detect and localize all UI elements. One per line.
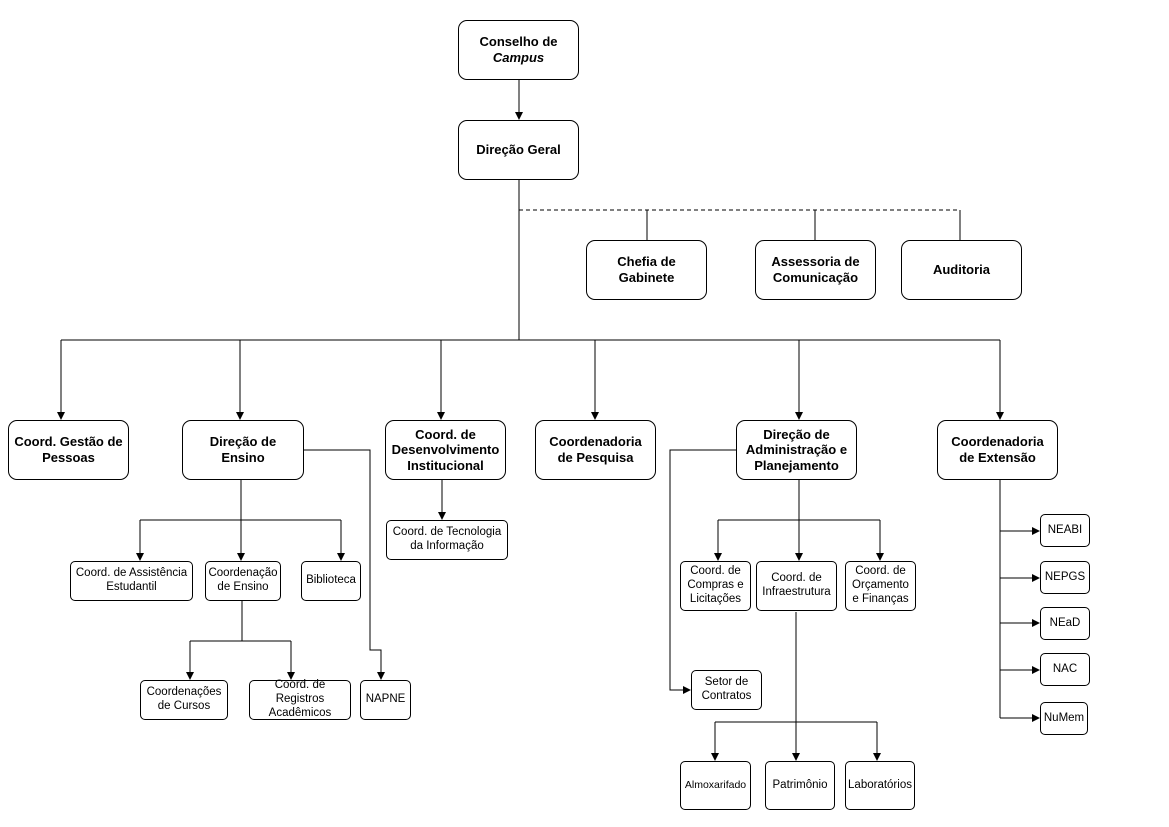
node-coordenadoria-de-pesquisa[interactable]: Coordenadoria de Pesquisa [535,420,656,480]
node-napne[interactable]: NAPNE [360,680,411,720]
conselho-label-line2: Campus [492,50,545,65]
link-ensino-bus [140,480,341,521]
node-direcao-de-administracao[interactable]: Direção de Administração e Planejamento [736,420,857,480]
node-nepgs[interactable]: NEPGS [1040,561,1090,594]
conselho-label-line1: Conselho de [479,34,558,50]
node-coord-infraestrutura[interactable]: Coord. de Infraestrutura [756,561,837,611]
node-nac[interactable]: NAC [1040,653,1090,686]
node-laboratorios[interactable]: Laboratórios [845,761,915,810]
link-staff-drops [646,210,961,240]
node-coord-registros-academicos[interactable]: Coord. de Registros Acadêmicos [249,679,351,720]
node-direcao-de-ensino[interactable]: Direção de Ensino [182,420,304,480]
node-coord-compras-e-licitacoes[interactable]: Coord. de Compras e Licitações [680,561,751,611]
node-coord-orcamento-e-financas[interactable]: Coord. de Orçamento e Finanças [845,561,916,611]
node-coord-gestao-de-pessoas[interactable]: Coord. Gestão de Pessoas [8,420,129,480]
node-coordenadoria-de-extensao[interactable]: Coordenadoria de Extensão [937,420,1058,480]
node-coord-desenvolvimento-institucional[interactable]: Coord. de Desenvolvimento Institucional [385,420,506,480]
node-coord-assistencia-estudantil[interactable]: Coord. de Assistência Estudantil [70,561,193,601]
node-nead[interactable]: NEaD [1040,607,1090,640]
node-numem[interactable]: NuMem [1040,702,1088,735]
node-chefia-de-gabinete[interactable]: Chefia de Gabinete [586,240,707,300]
node-biblioteca[interactable]: Biblioteca [301,561,361,601]
link-to-contratos [669,449,736,694]
node-coordenacoes-de-cursos[interactable]: Coordenações de Cursos [140,680,228,720]
node-patrimonio[interactable]: Patrimônio [765,761,835,810]
node-coordenacao-de-ensino[interactable]: Coordenação de Ensino [205,561,281,601]
node-neabi[interactable]: NEABI [1040,514,1090,547]
node-coord-tecnologia-da-informacao[interactable]: Coord. de Tecnologia da Informação [386,520,508,560]
node-setor-de-contratos[interactable]: Setor de Contratos [691,670,762,710]
node-conselho-de-campus[interactable]: Conselho de Campus [458,20,579,80]
node-auditoria[interactable]: Auditoria [901,240,1022,300]
link-to-napne [304,449,385,680]
link-admin-bus [718,480,880,521]
link-coord-ensino-bus [190,600,291,642]
node-almoxarifado[interactable]: Almoxarifado [680,761,751,810]
node-direcao-geral[interactable]: Direção Geral [458,120,579,180]
node-assessoria-de-comunicacao[interactable]: Assessoria de Comunicação [755,240,876,300]
